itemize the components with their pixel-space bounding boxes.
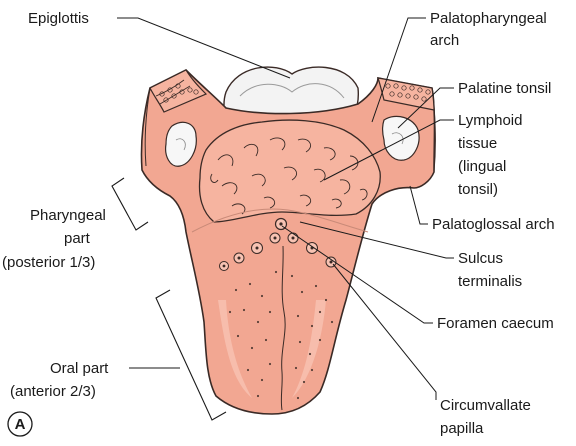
lymphoid-tissue-label-line2: tissue	[458, 135, 497, 152]
oral-part-label-line2: (anterior 2/3)	[10, 383, 96, 400]
pharyngeal-part-label-line3: (posterior 1/3)	[2, 254, 95, 271]
pharyngeal-part-label-line2: part	[64, 230, 91, 247]
sulcus-terminalis-label-line2: terminalis	[458, 273, 522, 290]
circumvallate-papilla-label-line2: papilla	[440, 420, 484, 437]
palatopharyngeal-arch-label-line2: arch	[430, 32, 459, 49]
lymphoid-tissue-label-line4: tonsil)	[458, 181, 498, 198]
foramen-caecum-label: Foramen caecum	[437, 315, 554, 332]
figure-badge-letter: A	[15, 416, 26, 433]
pharyngeal-part-label-line1: Pharyngeal	[30, 207, 106, 224]
figure-badge: A	[8, 412, 32, 436]
palatopharyngeal-arch-label-line1: Palatopharyngeal	[430, 10, 547, 27]
lingual-tonsil-region	[200, 120, 381, 222]
palatine-tonsil-label: Palatine tonsil	[458, 80, 551, 97]
pharyngeal-part-bracket	[112, 178, 148, 230]
lymphoid-tissue-label-line3: (lingual	[458, 158, 506, 175]
lymphoid-tissue-label-line1: Lymphoid	[458, 112, 522, 129]
epiglottis-label: Epiglottis	[28, 10, 89, 27]
circumvallate-papilla-label-line1: Circumvallate	[440, 397, 531, 414]
oral-part-label-line1: Oral part	[50, 360, 109, 377]
sulcus-terminalis-label-line1: Sulcus	[458, 250, 503, 267]
palatoglossal-arch-label: Palatoglossal arch	[432, 216, 555, 233]
